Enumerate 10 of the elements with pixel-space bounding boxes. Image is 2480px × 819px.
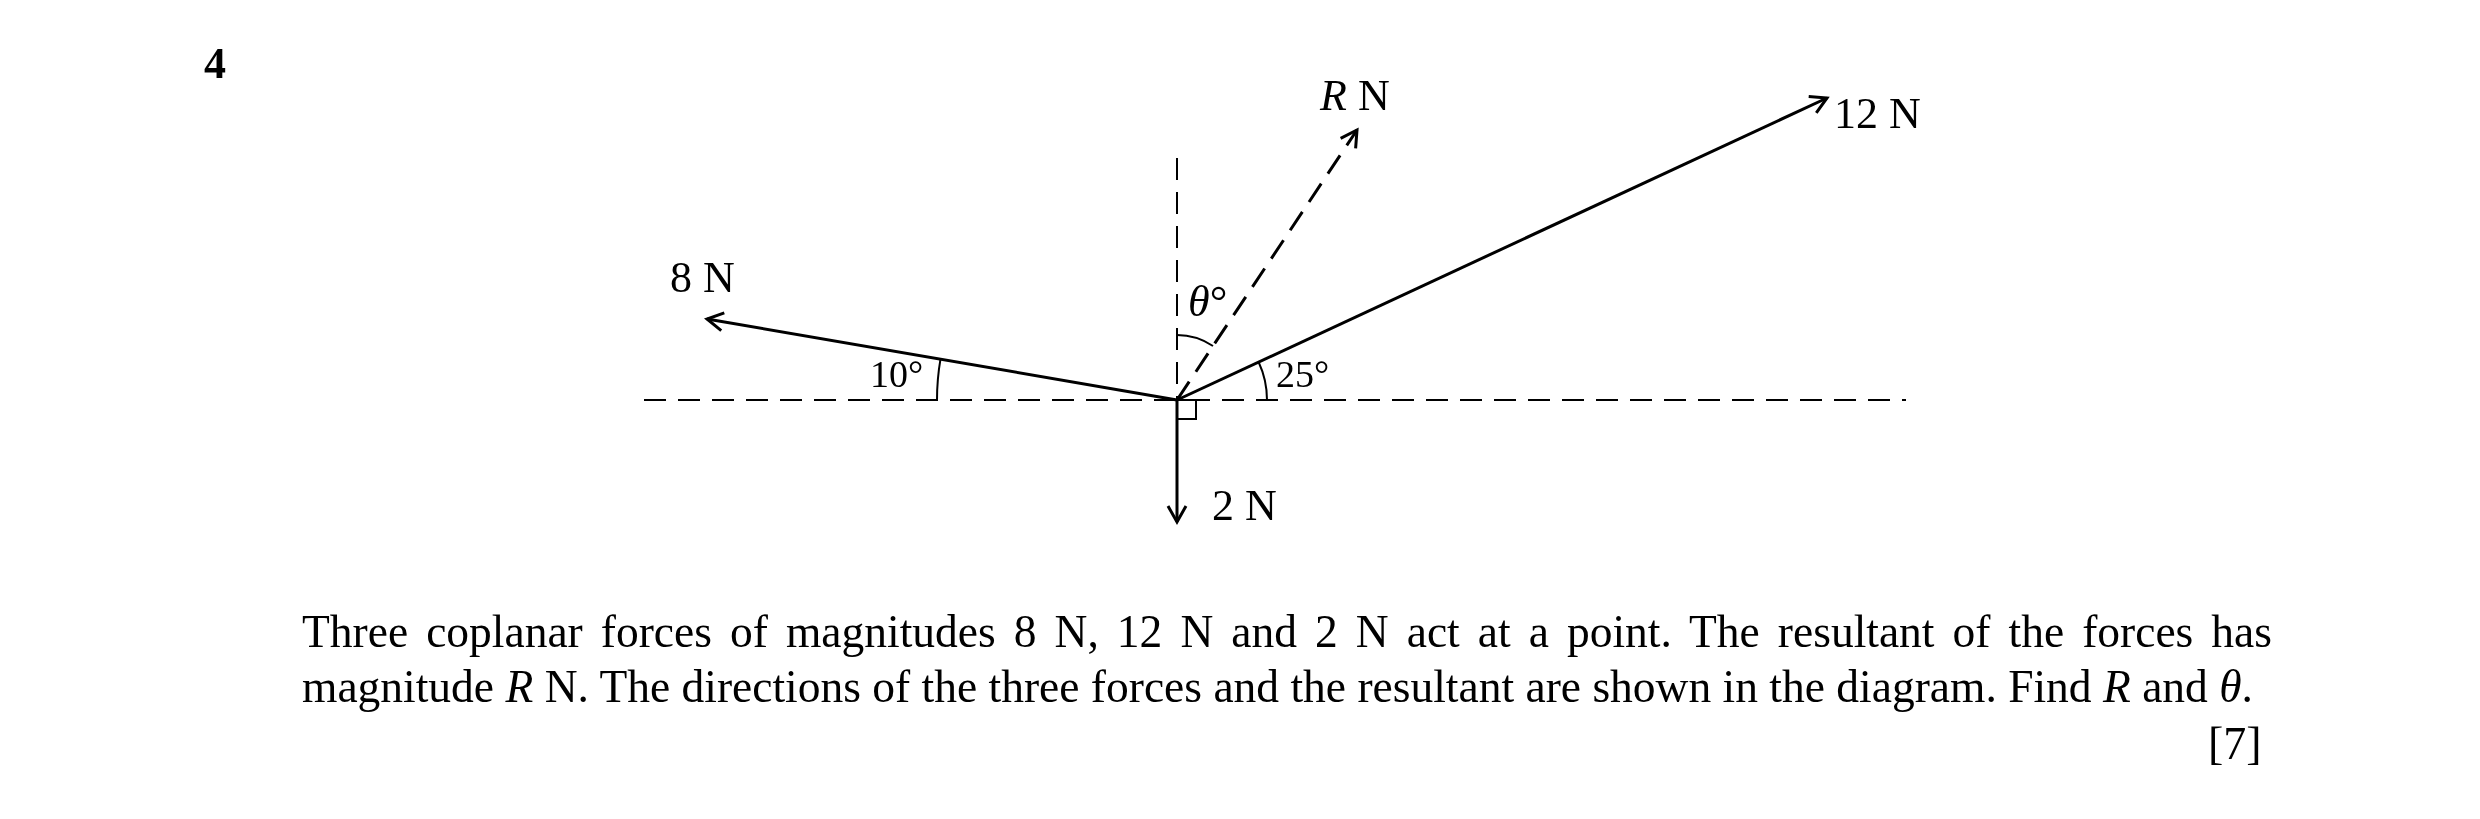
marks-label: [7]	[2208, 717, 2262, 771]
force-label: 12 N	[1834, 88, 1921, 140]
question-text: Three coplanar forces of magnitudes 8 N, 12 N and 2 N act at a point. The resultant of the forces has magnitude R N. The directions of the three forces and the resultant are shown in the diagram. Find R and θ.	[302, 605, 2272, 714]
angle-label: θ°	[1188, 276, 1228, 328]
angle-label: 25°	[1276, 352, 1330, 397]
angle-label: 10°	[870, 352, 924, 397]
question-number: 4	[204, 38, 226, 90]
force-label: 8 N	[670, 252, 735, 304]
force-label: R N	[1320, 70, 1390, 122]
force-label: 2 N	[1212, 480, 1277, 532]
